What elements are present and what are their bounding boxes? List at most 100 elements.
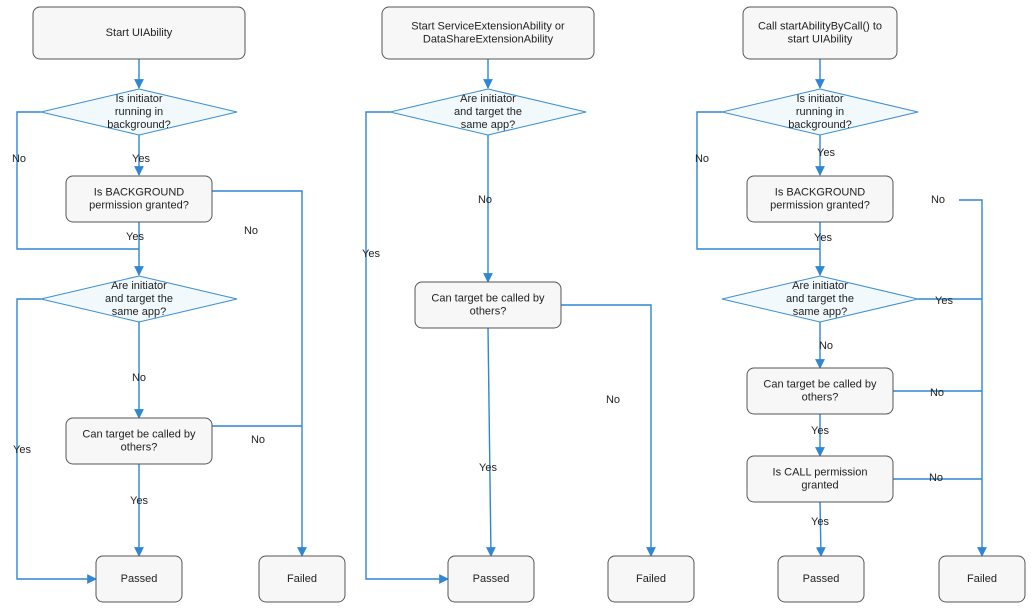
f3-same-app-node-text: Are initiator — [792, 280, 848, 292]
f1-failed-node-shape — [258, 555, 346, 603]
f1-same-app-node-text: and target the — [105, 293, 173, 305]
f2-label-same-yes: Yes — [362, 248, 380, 260]
f2-same-app-node-text: Are initiator — [460, 93, 516, 105]
f1-callable-node-text: others? — [121, 441, 158, 453]
f2-edge-call-pass — [485, 327, 496, 557]
f1-passed-node-text: Passed — [121, 573, 158, 585]
f1-start-node-text: Start UIAbility — [106, 27, 173, 39]
f3-passed-node-text: Passed — [803, 573, 840, 585]
f3-callable-node-shape — [746, 367, 894, 415]
f1-bg-check-node-text: Is initiator — [115, 93, 162, 105]
f1-same-app-node-shape — [40, 275, 238, 323]
f1-callable-node-text: Can target be called by — [82, 428, 196, 440]
f3-failed-node-shape — [938, 555, 1026, 603]
f2-label-call-no: No — [606, 394, 620, 406]
f1-label-call-yes: Yes — [130, 495, 148, 507]
connectors — [16, 59, 987, 584]
f3-bg-perm-node-shape — [746, 175, 894, 223]
f3-label-bg-yes: Yes — [817, 147, 835, 159]
f3-same-app-node-shape — [721, 275, 919, 323]
f3-label-bg-no: No — [695, 153, 709, 165]
f2-passed-node: Passed — [447, 555, 535, 603]
f2-start-node: Start ServiceExtensionAbility orDataShar… — [381, 6, 595, 60]
f2-passed-node-text: Passed — [473, 573, 510, 585]
f2-edge-call-no — [561, 304, 656, 557]
f2-edge-same-yes — [365, 111, 449, 584]
f2-label-same-no: No — [478, 194, 492, 206]
f3-bg-perm-node-text: permission granted? — [770, 199, 870, 211]
f2-start-node-text: DataShareExtensionAbility — [423, 33, 554, 45]
f2-failed-node-shape — [607, 555, 695, 603]
f3-edge-bg-no — [696, 111, 820, 250]
f1-passed-node-shape — [95, 555, 183, 603]
f2-start-node-text: Start ServiceExtensionAbility or — [411, 20, 565, 32]
f3-callable-node-text: Can target be called by — [763, 378, 877, 390]
f3-label-same-yes: Yes — [935, 295, 953, 307]
f1-label-same-yes: Yes — [13, 444, 31, 456]
f3-passed-node-shape — [777, 555, 865, 603]
f3-same-app-node-text: same app? — [793, 306, 847, 318]
f1-same-app-node-text: Are initiator — [111, 280, 167, 292]
f3-label-callperm-yes: Yes — [811, 516, 829, 528]
f1-label-bg-yes: Yes — [132, 153, 150, 165]
f3-bg-check-node-shape — [721, 88, 919, 136]
f3-callperm-node-text: granted — [801, 479, 838, 491]
f1-passed-node: Passed — [95, 555, 183, 603]
f3-passed-node: Passed — [777, 555, 865, 603]
f3-bg-check-node-text: background? — [788, 119, 852, 131]
f1-same-app-node-text: same app? — [112, 306, 166, 318]
f3-start-node-text: start UIAbility — [788, 33, 853, 45]
f3-start-node-shape — [742, 6, 898, 60]
f1-callable-node-shape — [65, 417, 213, 465]
f3-label-perm-yes: Yes — [814, 232, 832, 244]
f3-bg-check-node-text: running in — [796, 106, 844, 118]
f2-callable-node-text: Can target be called by — [431, 292, 545, 304]
f2-callable-node-shape — [414, 281, 562, 329]
f1-label-same-no: No — [132, 372, 146, 384]
f1-label-bg-no: No — [12, 153, 26, 165]
f1-label-perm-yes: Yes — [126, 231, 144, 243]
f3-failed-node-text: Failed — [967, 573, 997, 585]
f2-failed-node: Failed — [607, 555, 695, 603]
f3-label-callperm-no: No — [929, 472, 943, 484]
f3-edge-fail-trunk — [959, 199, 987, 557]
f2-start-node-shape — [381, 6, 595, 60]
f3-label-perm-no: No — [931, 194, 945, 206]
f3-bg-check-node-text: Is initiator — [796, 93, 843, 105]
f1-bg-check-node-shape — [40, 88, 238, 136]
f3-failed-node: Failed — [938, 555, 1026, 603]
f1-bg-check-node-text: background? — [107, 119, 171, 131]
f3-edge-callperm-pass — [815, 501, 826, 557]
f2-callable-node-text: others? — [470, 305, 507, 317]
f1-edge-bg-no — [16, 111, 139, 250]
f1-bg-perm-node-text: Is BACKGROUND — [94, 186, 185, 198]
f2-same-app-node-shape — [389, 88, 587, 136]
f1-start-node: Start UIAbility — [32, 6, 246, 60]
f3-callable-node-text: others? — [802, 391, 839, 403]
f1-label-call-no: No — [251, 434, 265, 446]
f3-label-same-no: No — [819, 340, 833, 352]
f1-edge-perm-no — [212, 190, 307, 557]
f1-bg-perm-node-text: permission granted? — [89, 199, 189, 211]
f3-callperm-node-shape — [746, 455, 894, 503]
f2-label-call-yes: Yes — [479, 462, 497, 474]
f3-bg-perm-node-text: Is BACKGROUND — [775, 186, 866, 198]
f3-start-node-text: Call startAbilityByCall() to — [758, 20, 882, 32]
f1-edge-same-yes — [16, 298, 97, 584]
f1-bg-perm-node-shape — [65, 175, 213, 223]
f1-failed-node-text: Failed — [287, 573, 317, 585]
f2-same-app-node-text: same app? — [461, 119, 515, 131]
f3-label-call-no: No — [930, 387, 944, 399]
